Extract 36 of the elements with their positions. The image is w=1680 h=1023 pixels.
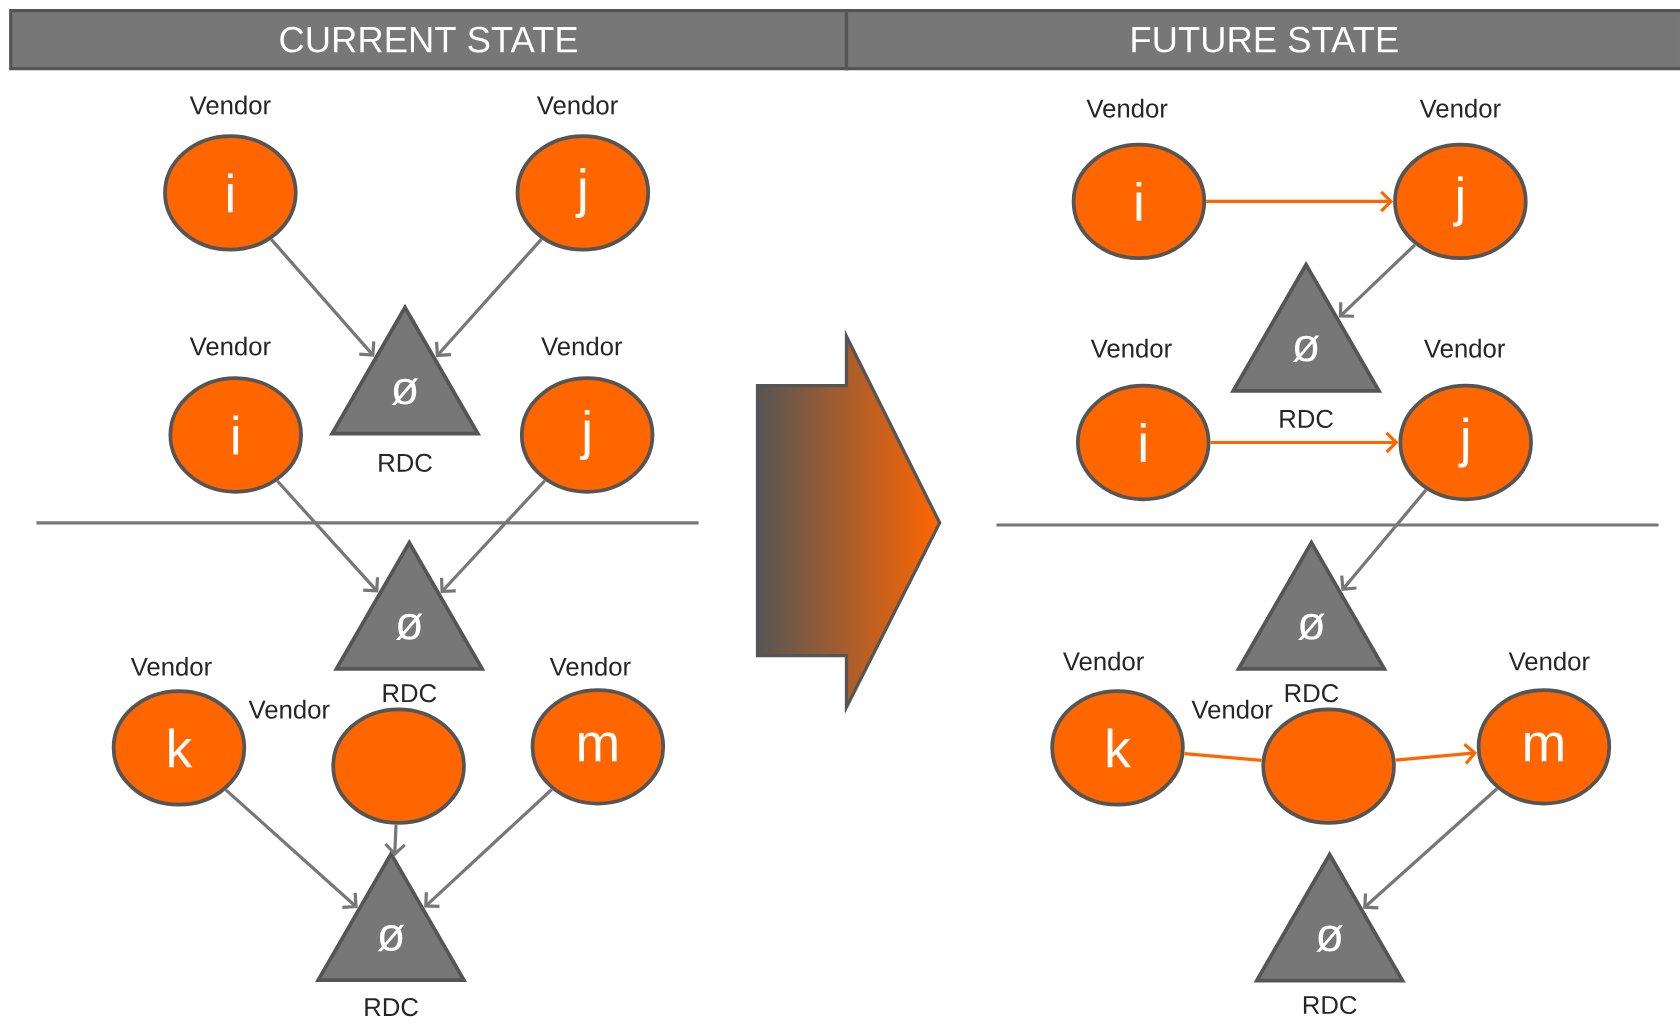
arrow — [270, 238, 376, 357]
vendor-label: Vendor — [1090, 338, 1172, 358]
vendor-label: Vendor — [189, 336, 271, 356]
vendor-label: Vendor — [536, 95, 618, 115]
arrow — [1340, 488, 1428, 591]
vendor-label: Vendor — [189, 95, 271, 115]
arrow — [384, 824, 406, 857]
arrow — [440, 479, 547, 593]
vendor-label: Vendor — [1191, 699, 1273, 719]
header-bar: FUTURE STATE — [844, 9, 1680, 71]
arrow — [435, 237, 543, 358]
rdc-label: RDC — [379, 453, 432, 472]
arrow — [224, 788, 358, 909]
vendor-label: Vendor — [248, 699, 330, 719]
vendor-label: Vendor — [1424, 338, 1505, 358]
arrow — [1210, 431, 1399, 454]
rdc-label: RDC — [1280, 409, 1333, 428]
vendor-label: Vendor — [130, 656, 212, 676]
rdc-label: RDC — [365, 997, 418, 1017]
arrow — [1363, 787, 1499, 910]
rdc-label: RDC — [383, 684, 437, 703]
vendor-label: Vendor — [1508, 651, 1590, 671]
arrow — [1395, 742, 1478, 765]
arrow — [1338, 243, 1417, 318]
vendor-label: Vendor — [1062, 651, 1144, 671]
header-bar: CURRENT STATE — [9, 9, 849, 71]
arrow — [1206, 190, 1394, 213]
arrow — [424, 788, 553, 908]
rdc-label: RDC — [1303, 995, 1357, 1014]
vendor-label: Vendor — [1419, 98, 1501, 118]
vendor-label: Vendor — [549, 656, 631, 676]
vendor-label: Vendor — [1086, 98, 1168, 118]
rdc-label: RDC — [1285, 684, 1339, 703]
arrow — [276, 479, 380, 593]
vendor-circle — [331, 707, 466, 825]
vendor-label: Vendor — [541, 336, 623, 356]
